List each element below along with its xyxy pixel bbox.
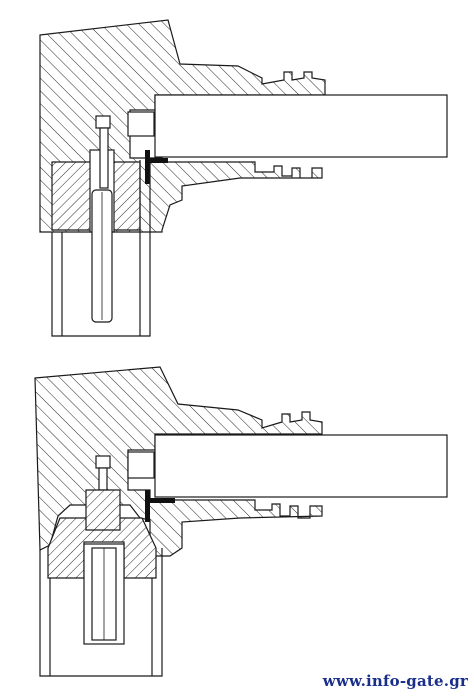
upper-pin-head — [95, 115, 111, 129]
upper-cap — [127, 111, 155, 137]
lower-cap — [127, 451, 155, 479]
lower-pin-block — [85, 489, 121, 531]
site-watermark: www.info-gate.gr — [322, 672, 468, 690]
lower-pin-head — [95, 455, 111, 469]
upper-solder-tab — [145, 150, 168, 184]
lower-solder-tab — [145, 490, 175, 522]
lower-pin-neck — [98, 467, 108, 491]
upper-cable — [154, 94, 448, 158]
upper-pin-neck — [99, 127, 109, 189]
upper-sleeve — [51, 232, 151, 337]
lower-connector-section — [34, 366, 448, 677]
lower-cable — [154, 434, 448, 498]
lower-sleeve — [39, 548, 163, 677]
upper-connector-section — [39, 19, 448, 337]
